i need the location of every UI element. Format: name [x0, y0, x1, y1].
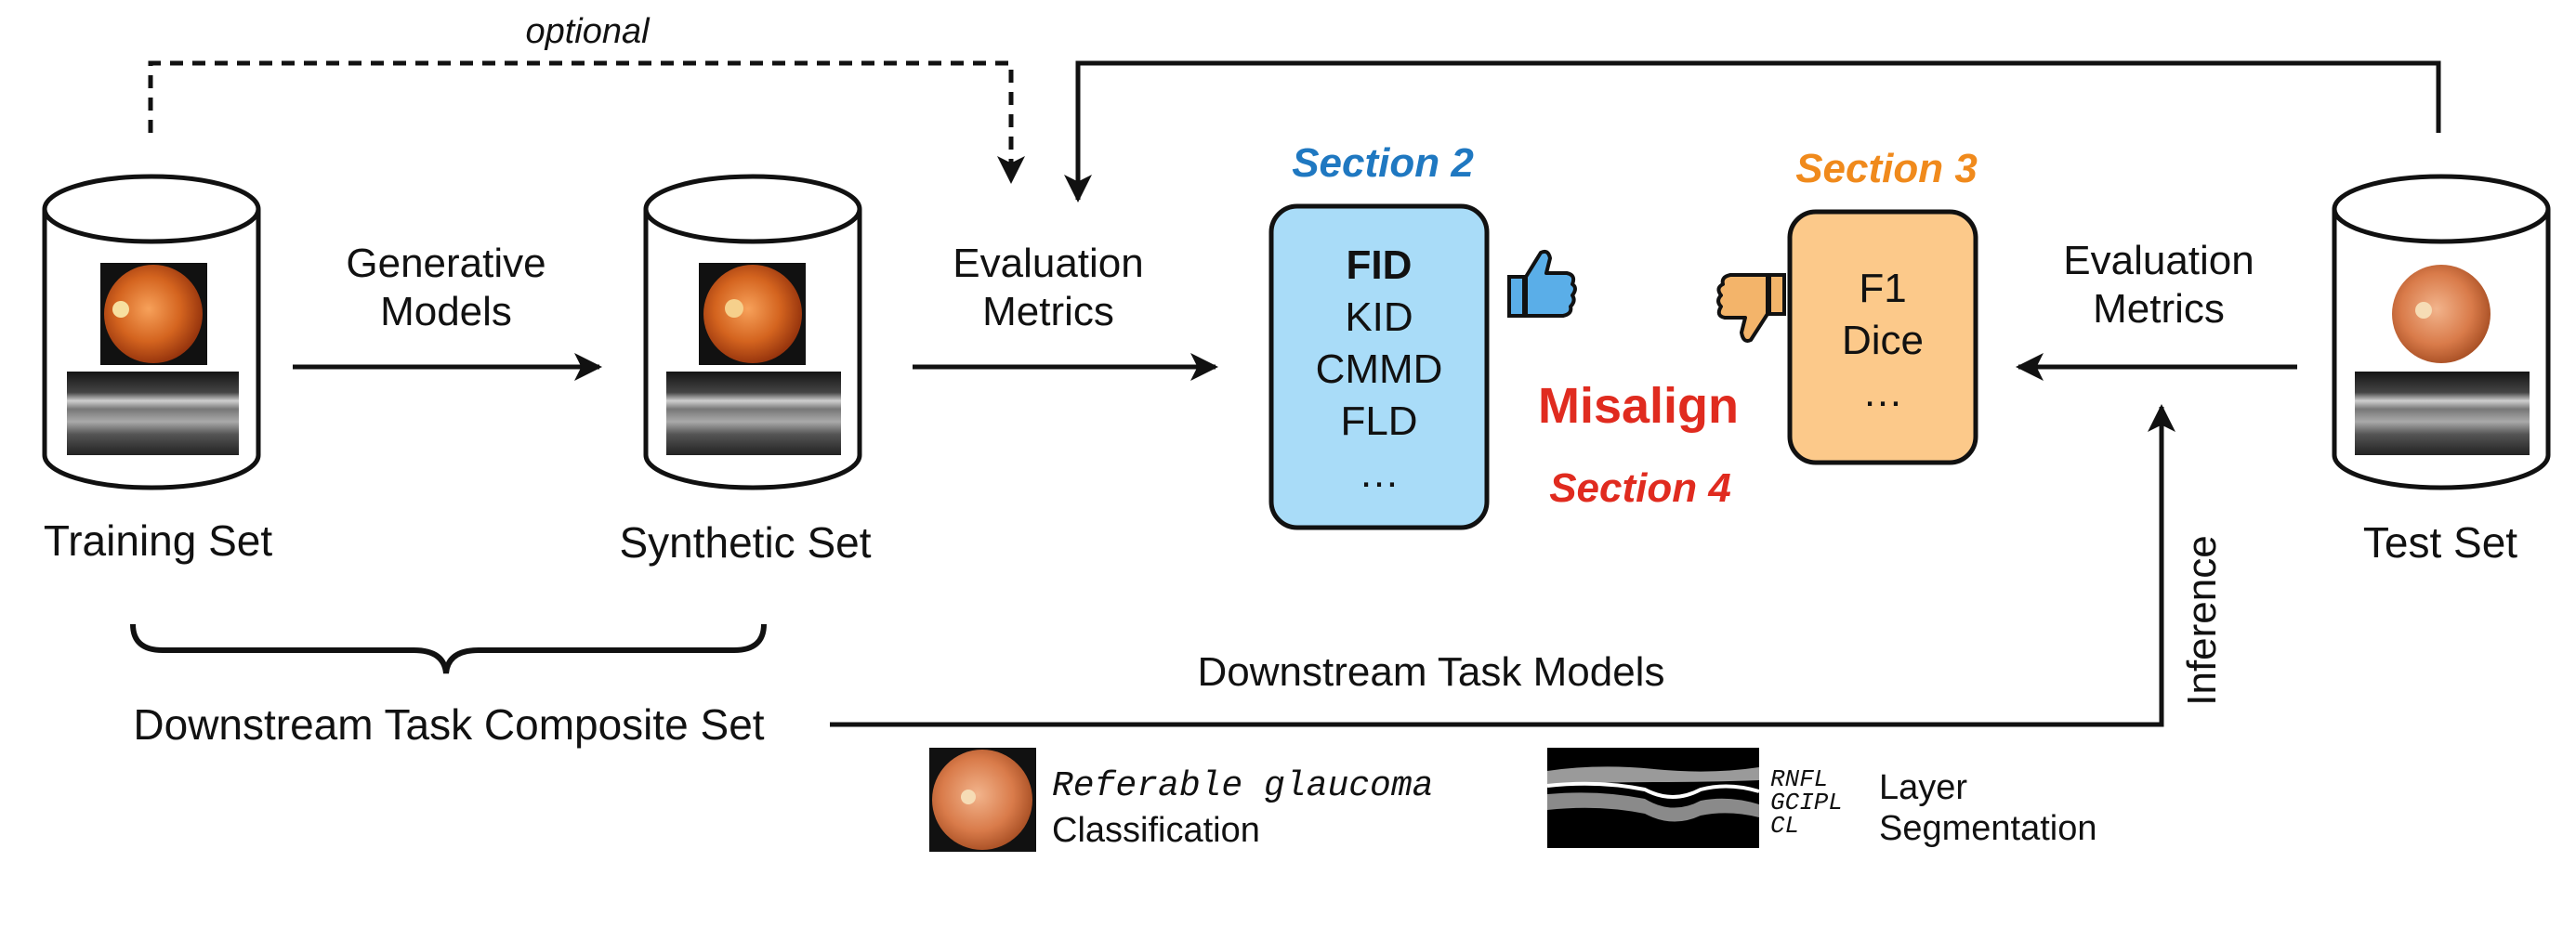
training-set-label: Training Set — [44, 516, 273, 565]
oct-image-test — [2355, 372, 2530, 455]
evaluation-left-line2: Metrics — [982, 289, 1114, 334]
metric-ellipsis-blue: … — [1359, 450, 1400, 496]
classification-subtitle: Classification — [1052, 811, 1260, 850]
thumbs-up-icon — [1507, 249, 1577, 318]
test-set-label: Test Set — [2363, 518, 2517, 567]
generative-metrics-box — [1268, 203, 1490, 530]
optional-dashed-arrow — [148, 60, 1025, 184]
composite-brace — [130, 623, 767, 674]
optional-label: optional — [525, 12, 651, 51]
layer-rnfl: RNFL — [1770, 765, 1828, 793]
metric-f1: F1 — [1859, 266, 1906, 311]
test-feedback-arrow — [1064, 60, 2441, 202]
segmentation-title-line1: Layer — [1879, 768, 1967, 807]
misalign-label: Misalign — [1538, 378, 1739, 434]
generative-label-line1: Generative — [346, 241, 545, 286]
composite-set-label: Downstream Task Composite Set — [133, 700, 764, 749]
oct-image-training — [67, 372, 239, 455]
section3-label: Section 3 — [1795, 146, 1978, 191]
metric-ellipsis-orange: … — [1862, 370, 1903, 415]
downstream-metrics-box — [1787, 209, 1978, 465]
synthetic-set-label: Synthetic Set — [619, 518, 871, 567]
evaluation-right-line2: Metrics — [2093, 286, 2225, 332]
metric-cmmd: CMMD — [1316, 346, 1443, 392]
evaluation-left-line1: Evaluation — [953, 241, 1143, 286]
synthetic-set-cylinder — [643, 174, 862, 490]
segmentation-task — [1546, 748, 1760, 848]
metric-dice: Dice — [1842, 318, 1924, 363]
oct-image-synthetic — [666, 372, 841, 455]
classification-title: Referable glaucoma — [1052, 766, 1433, 806]
segmentation-title-line2: Segmentation — [1879, 809, 2097, 848]
test-set-cylinder — [2332, 174, 2551, 490]
metric-fid: FID — [1347, 242, 1413, 288]
classification-task — [929, 748, 1036, 852]
thumbs-down-icon — [1716, 273, 1786, 343]
downstream-models-label: Downstream Task Models — [1198, 649, 1665, 695]
layer-cl: CL — [1770, 812, 1799, 840]
metric-fld: FLD — [1340, 398, 1417, 444]
generative-label-line2: Models — [380, 289, 512, 334]
layer-gcipl: GCIPL — [1770, 789, 1843, 816]
inference-label: Inference — [2179, 535, 2225, 705]
training-set-cylinder — [42, 174, 261, 490]
downstream-inference-arrow — [830, 404, 2175, 727]
section2-label: Section 2 — [1292, 140, 1474, 186]
metric-kid: KID — [1345, 294, 1413, 340]
evaluation-right-line1: Evaluation — [2063, 238, 2254, 283]
section4-label: Section 4 — [1549, 465, 1731, 511]
